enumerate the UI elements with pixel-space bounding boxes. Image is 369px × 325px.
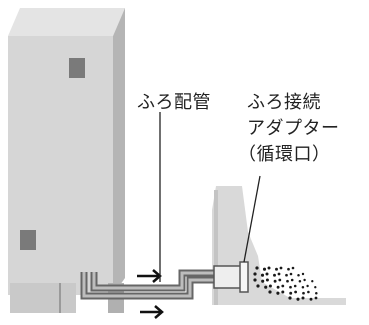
water-droplet (311, 280, 314, 283)
lower-panel (20, 230, 36, 250)
water-droplet (273, 273, 276, 277)
water-droplet (289, 291, 293, 295)
water-droplet (255, 266, 259, 270)
water-droplet (306, 284, 309, 288)
water-droplet (294, 290, 297, 294)
water-droplet (297, 273, 300, 277)
water-droplet (262, 267, 267, 271)
water-droplet (268, 290, 272, 294)
water-droplet (277, 272, 281, 276)
water-droplet (286, 279, 289, 283)
pipe-inner-core (92, 271, 214, 290)
water-heater-top (8, 8, 125, 36)
water-heater-side (113, 8, 125, 295)
water-droplet (281, 290, 285, 294)
water-droplet (278, 278, 282, 282)
water-droplet (265, 278, 269, 282)
bath-pipe (80, 269, 214, 300)
water-droplet (264, 285, 268, 289)
water-droplet (268, 284, 272, 288)
water-droplet (287, 267, 290, 271)
water-droplet (288, 296, 292, 300)
water-droplet (289, 272, 293, 276)
bath-adapter (213, 261, 249, 293)
water-droplet (261, 279, 265, 283)
water-droplet (314, 286, 317, 289)
water-droplet (275, 267, 278, 271)
water-droplet (303, 278, 306, 282)
water-droplet (307, 290, 310, 294)
water-droplet (301, 285, 305, 289)
arrow-upper (137, 269, 162, 283)
water-droplet (265, 272, 269, 276)
flow-arrows (137, 269, 164, 319)
water-droplet (285, 273, 288, 277)
water-droplet (260, 273, 265, 277)
upper-panel (69, 58, 85, 78)
water-droplet (281, 284, 285, 288)
base-left (10, 283, 76, 313)
water-droplet (309, 297, 313, 301)
adapter-body (213, 265, 243, 289)
water-droplet (314, 296, 318, 300)
adapter-label-line1: ふろ接続 (247, 92, 321, 113)
water-droplet (276, 285, 280, 289)
water-heater-unit (8, 8, 125, 313)
pipe-outer-core (82, 272, 214, 298)
water-droplet (289, 285, 292, 289)
water-droplet (290, 278, 294, 282)
water-droplet (302, 291, 305, 295)
water-droplet (253, 272, 257, 276)
water-droplet (298, 279, 302, 283)
adapter-flange (239, 261, 249, 293)
water-droplet (256, 284, 260, 288)
water-droplet (301, 272, 305, 276)
water-droplet (273, 279, 277, 283)
water-heater-front (8, 36, 113, 295)
adapter-leader-line (243, 175, 261, 263)
water-spray (253, 266, 318, 301)
water-droplet (276, 291, 280, 295)
water-droplet (315, 291, 318, 295)
water-droplet (253, 278, 257, 282)
water-droplet (293, 284, 297, 288)
adapter-label-line2: アダプター (247, 118, 340, 139)
water-droplet (267, 266, 271, 270)
water-droplet (279, 266, 283, 270)
water-droplet (296, 297, 300, 301)
water-droplet (301, 296, 305, 300)
arrow-lower (140, 305, 164, 319)
water-droplet (291, 266, 295, 270)
adapter-label-line3: （循環口） (238, 144, 331, 165)
leader-lines (159, 112, 261, 282)
pipe-label: ふろ配管 (137, 92, 211, 113)
